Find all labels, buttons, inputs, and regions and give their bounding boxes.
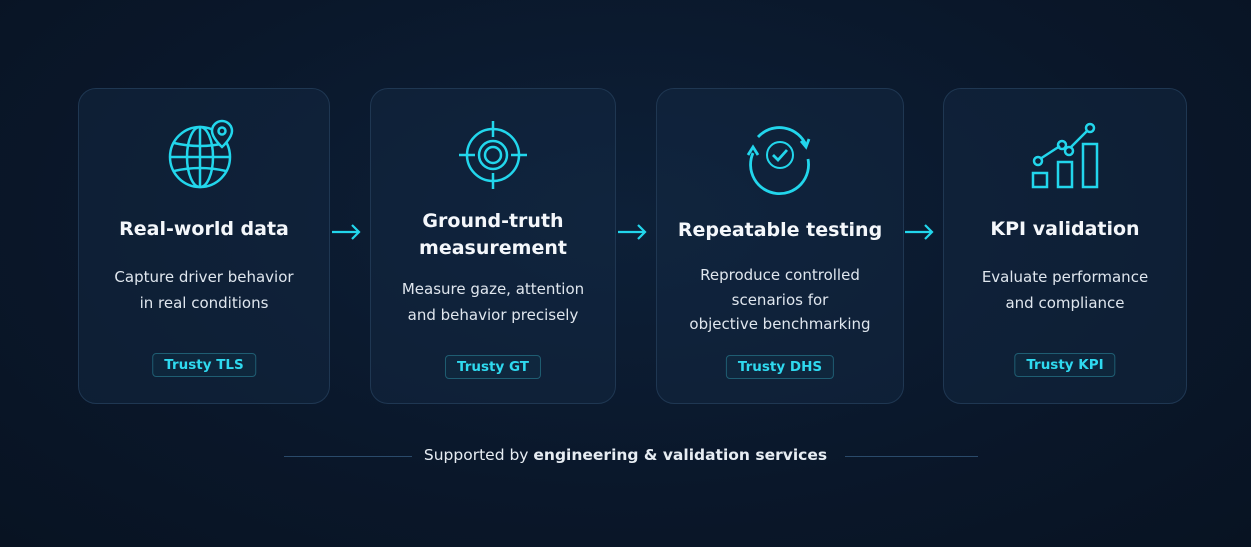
arrow-right-icon: [332, 224, 361, 240]
divider-right: [845, 456, 978, 457]
product-badge[interactable]: Trusty GT: [444, 355, 542, 379]
globe-pin-icon: [168, 119, 234, 189]
step-card-repeatable-testing: Repeatable testing Reproduce controlled …: [656, 88, 904, 404]
footer-note: Supported by engineering & validation se…: [0, 446, 1251, 464]
step-desc-line: in real conditions: [139, 294, 269, 312]
product-badge[interactable]: Trusty KPI: [1014, 353, 1116, 377]
step-title: Ground-truth: [422, 210, 564, 232]
step-title: measurement: [419, 237, 567, 259]
product-badge[interactable]: Trusty TLS: [152, 353, 256, 377]
divider-left: [284, 456, 412, 457]
step-desc-line: Capture driver behavior: [114, 268, 294, 286]
step-desc-line: scenarios for: [731, 290, 829, 309]
step-title: KPI validation: [990, 218, 1140, 240]
arrow-right-icon: [618, 224, 647, 240]
footer-prefix: Supported by: [423, 446, 534, 464]
step-desc-line: and behavior precisely: [407, 306, 579, 324]
step-desc-line: objective benchmarking: [689, 315, 871, 333]
step-desc-line: Reproduce controlled: [700, 266, 860, 284]
step-desc-line: Evaluate performance: [981, 268, 1149, 286]
product-badge[interactable]: Trusty DHS: [725, 355, 835, 379]
arrow-right-icon: [905, 224, 934, 240]
footer-bold: engineering & validation services: [533, 446, 828, 464]
repeat-check-icon: [746, 126, 811, 196]
target-icon: [459, 121, 527, 189]
step-title: Repeatable testing: [677, 219, 883, 241]
step-card-real-world-data: Real-world data Capture driver behavior …: [78, 88, 330, 404]
step-card-kpi-validation: KPI validation Evaluate performance and …: [943, 88, 1187, 404]
step-card-ground-truth: Ground-truth measurement Measure gaze, a…: [370, 88, 616, 404]
bar-chart-trend-icon: [1031, 122, 1099, 189]
step-desc-line: Measure gaze, attention: [401, 280, 585, 298]
step-desc-line: and compliance: [1005, 294, 1125, 312]
step-title: Real-world data: [119, 218, 289, 240]
